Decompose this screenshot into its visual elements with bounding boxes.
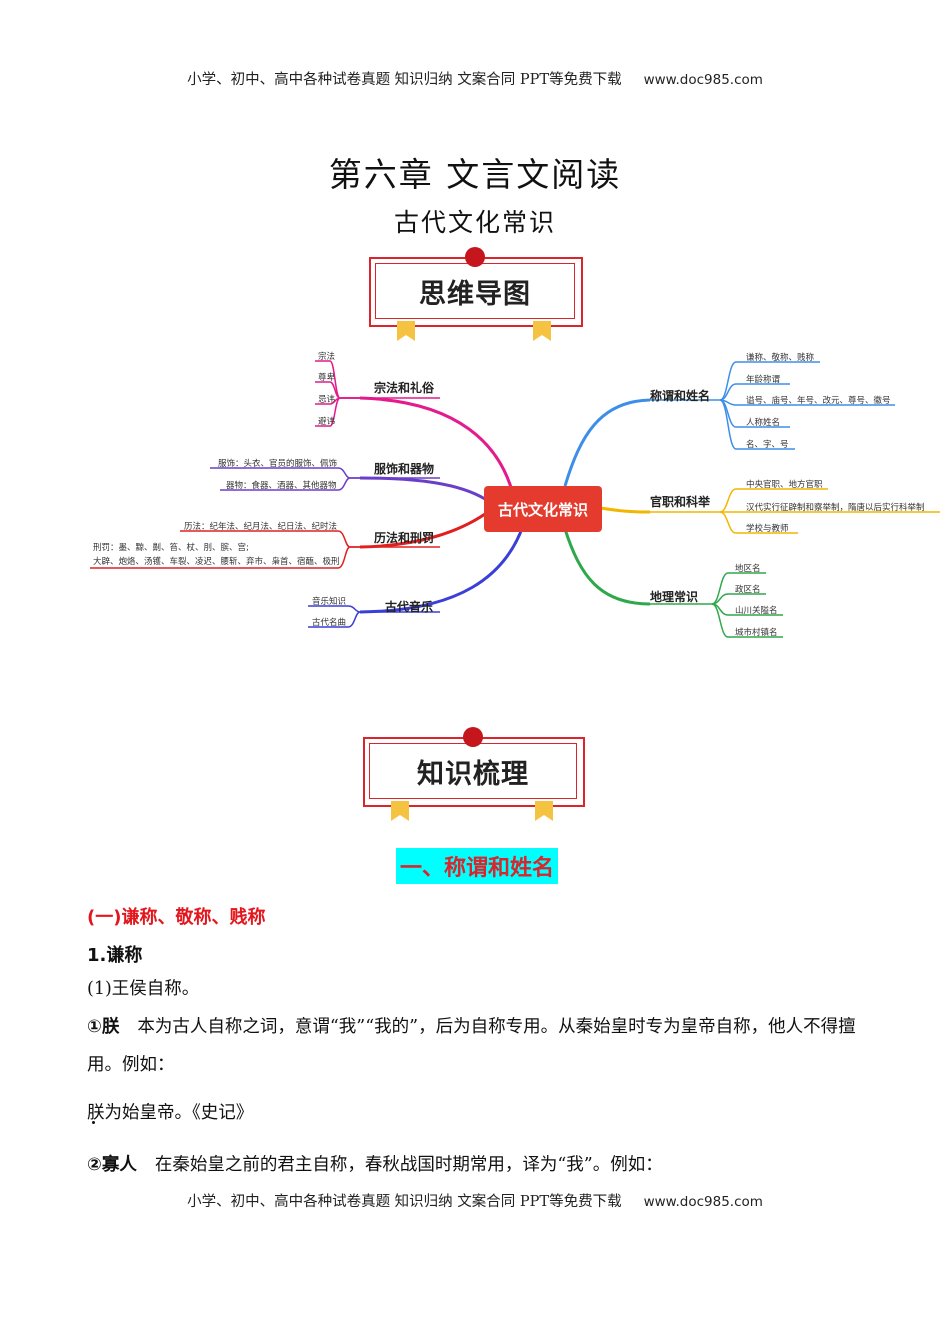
- term-guaren: ②寡人: [87, 1155, 137, 1175]
- leaf-label: 宗法: [318, 351, 335, 362]
- leaf-label: 历法：纪年法、纪月法、纪日法、纪时法: [184, 521, 337, 532]
- header-text: 小学、初中、高中各种试卷真题 知识归纳 文案合同 PPT等免费下载: [187, 72, 622, 88]
- pin-icon: [465, 247, 485, 267]
- branch-label: 地理常识: [650, 589, 698, 604]
- ribbon-icon: [397, 321, 415, 341]
- emphasized-word: 朕: [87, 1099, 105, 1124]
- leaf-label: 大辟、炮烙、汤镬、车裂、凌迟、腰斩、弃市、枭首、宿醢、极刑: [93, 556, 340, 567]
- header-site[interactable]: www.doc985.com: [643, 72, 763, 88]
- example-line: 朕为始皇帝。《史记》: [87, 1099, 253, 1124]
- leaf-label: 年龄称谓: [746, 374, 780, 385]
- leaf-label: 学校与教师: [746, 523, 789, 534]
- footer-site[interactable]: www.doc985.com: [643, 1194, 763, 1210]
- mindmap-banner-label: 思维导图: [419, 278, 531, 310]
- chapter-subtitle: 古代文化常识: [393, 208, 556, 237]
- leaf-label: 避讳: [318, 416, 336, 427]
- example-rest: 为始皇帝。《史记》: [104, 1103, 254, 1123]
- paragraph-body: 在秦始皇之前的君主自称，春秋战国时期常用，译为“我”。例如：: [154, 1155, 663, 1175]
- branch-label: 称谓和姓名: [650, 388, 710, 403]
- leaf-label: 忌讳: [318, 394, 336, 405]
- branch-label: 宗法和礼俗: [374, 380, 435, 395]
- ribbon-icon: [391, 801, 409, 821]
- leaf-label: 政区名: [735, 584, 761, 595]
- branch-label: 历法和刑罚: [374, 530, 434, 545]
- chapter-title: 第六章 文言文阅读: [328, 155, 622, 194]
- leaf-label: 服饰：头衣、官员的服饰、佩饰: [218, 458, 338, 469]
- ribbon-icon: [535, 801, 553, 821]
- leaf-label: 名、字、号: [746, 439, 789, 450]
- page-footer: 小学、初中、高中各种试卷真题 知识归纳 文案合同 PPT等免费下载 www.doc…: [0, 1190, 950, 1211]
- leaf-label: 音乐知识: [312, 596, 346, 607]
- pin-icon: [463, 727, 483, 747]
- mind-map: 古代文化常识 宗法和礼俗 服饰和器物 历法和刑罚 古代音乐 称谓和姓名 官职和科…: [90, 351, 940, 638]
- section-heading: 一、称谓和姓名: [396, 848, 559, 884]
- leaf-label: 尊卑: [318, 372, 336, 383]
- leaf-label: 地区名: [735, 563, 761, 574]
- knowledge-banner-label: 知识梳理: [417, 758, 529, 790]
- footer-text: 小学、初中、高中各种试卷真题 知识归纳 文案合同 PPT等免费下载: [187, 1194, 622, 1210]
- term-zhen: ①朕: [87, 1017, 120, 1037]
- example-word: 朕: [87, 1103, 105, 1123]
- paragraph-guaren: ②寡人在秦始皇之前的君主自称，春秋战国时期常用，译为“我”。例如：: [87, 1146, 877, 1184]
- leaf-label: 谥号、庙号、年号、改元、尊号、徽号: [746, 395, 891, 406]
- leaf-label: 人称姓名: [746, 417, 780, 428]
- leaf-label: 器物：食器、酒器、其他器物: [226, 480, 337, 491]
- mindmap-center-box: [484, 486, 602, 532]
- branch-label: 古代音乐: [385, 599, 433, 614]
- mindmap-banner: 思维导图: [369, 247, 583, 341]
- leaf-label: 古代名曲: [312, 617, 346, 628]
- leaf-label: 刑罚：墨、黥、劓、笞、杖、刖、膑、宫;: [93, 542, 249, 553]
- topic-heading: 1.谦称: [87, 945, 143, 966]
- mindmap-center-label: 古代文化常识: [498, 501, 588, 519]
- leaf-label: 中央官职、地方官职: [746, 479, 823, 490]
- emphasis-dot: [92, 1121, 95, 1124]
- item-line: (1)王侯自称。: [87, 979, 200, 999]
- branch-label: 服饰和器物: [374, 461, 434, 476]
- knowledge-banner: 知识梳理: [363, 727, 585, 821]
- paragraph-body: 本为古人自称之词，意谓“我”“我的”，后为自称专用。从秦始皇时专为皇帝自称，他人…: [87, 1017, 856, 1075]
- leaf-label: 山川关隘名: [735, 605, 778, 616]
- branch-label: 官职和科举: [650, 494, 711, 509]
- page-header: 小学、初中、高中各种试卷真题 知识归纳 文案合同 PPT等免费下载 www.doc…: [0, 68, 950, 89]
- leaf-label: 汉代实行征辟制和察举制，隋唐以后实行科举制: [746, 502, 925, 513]
- leaf-label: 谦称、敬称、贱称: [746, 352, 815, 363]
- paragraph-zhen: ①朕本为古人自称之词，意谓“我”“我的”，后为自称专用。从秦始皇时专为皇帝自称，…: [87, 1008, 877, 1084]
- ribbon-icon: [533, 321, 551, 341]
- leaf-label: 城市村镇名: [735, 627, 778, 638]
- subsection-heading: (一)谦称、敬称、贱称: [87, 907, 266, 928]
